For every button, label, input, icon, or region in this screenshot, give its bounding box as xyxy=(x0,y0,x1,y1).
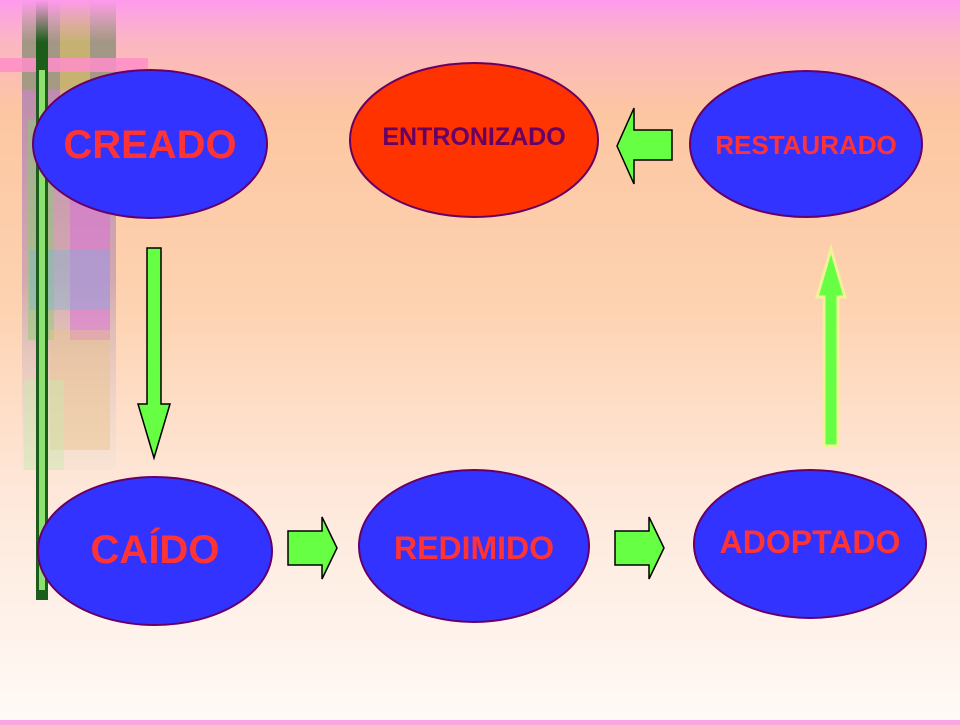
node-caido xyxy=(37,476,273,626)
top-decorative-bar xyxy=(0,0,960,42)
node-restaurado xyxy=(689,70,923,218)
node-redimido xyxy=(358,469,590,623)
arrows xyxy=(136,107,847,580)
arrow-right-redimido-to-adoptado xyxy=(614,516,665,580)
node-adoptado xyxy=(693,469,927,619)
arrow-right-caido-to-redimido xyxy=(287,516,338,580)
arrow-up-adoptado-to-restaurado xyxy=(815,243,847,448)
arrow-left-restaurado-to-entronizado xyxy=(616,107,673,185)
node-creado xyxy=(32,69,268,219)
arrow-down-creado-to-caido xyxy=(136,247,172,461)
node-entronizado xyxy=(349,62,599,218)
